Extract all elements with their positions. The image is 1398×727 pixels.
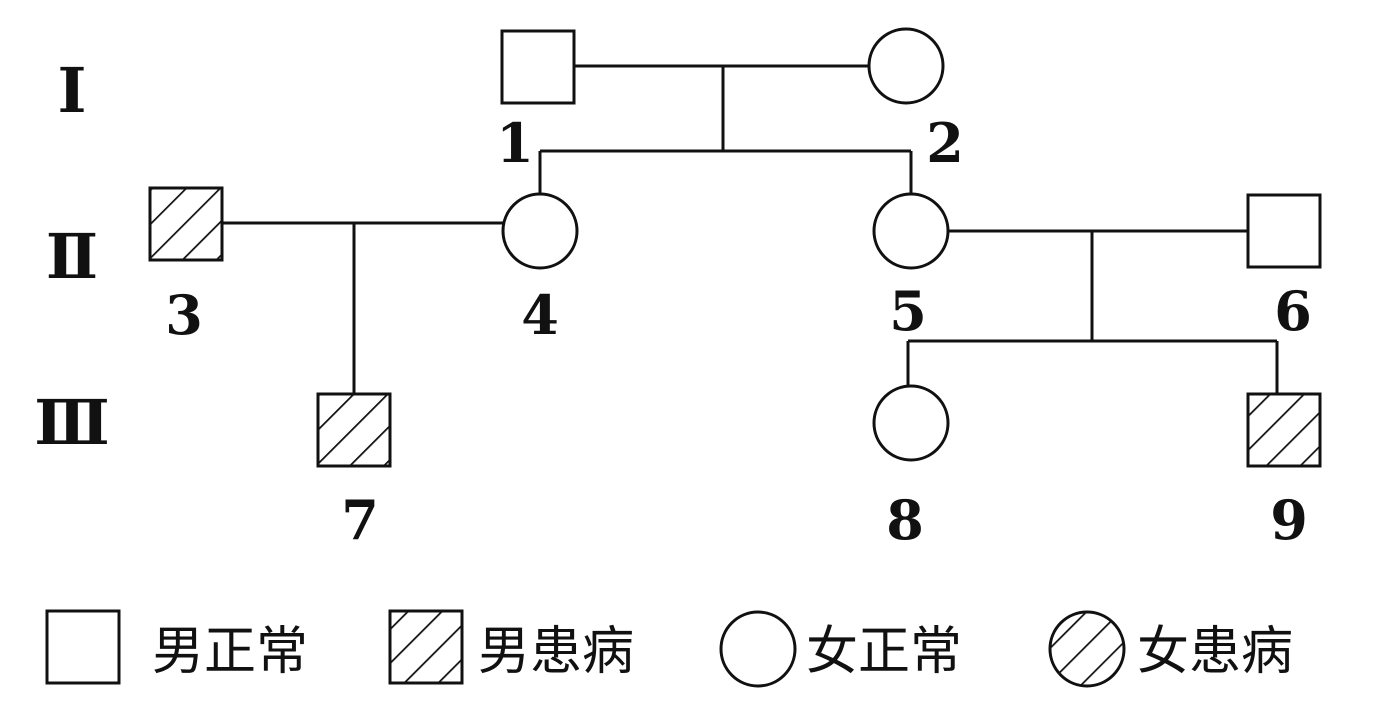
generation-label-1: Ⅰ — [57, 58, 86, 126]
individual-4-female-normal — [501, 192, 579, 270]
legend-male-affected-symbol — [388, 609, 464, 685]
legend-female-affected-symbol — [1048, 610, 1126, 688]
legend-male-normal-symbol — [45, 609, 121, 685]
legend-male-affected-label: 男患病 — [478, 622, 634, 682]
pedigree-lines — [222, 64, 1279, 394]
individual-number-4: 4 — [521, 283, 559, 347]
legend-female-normal-label: 女正常 — [806, 622, 962, 682]
individual-1-male-normal — [500, 29, 576, 105]
legend-female-normal-symbol — [719, 610, 797, 688]
legend-male-normal-label: 男正常 — [152, 622, 308, 682]
individual-number-1: 1 — [496, 111, 534, 175]
individual-2-female-normal — [867, 27, 945, 105]
individual-5-female-normal — [872, 192, 950, 270]
individual-3-male-affected — [148, 186, 224, 262]
individual-9-male-affected — [1246, 392, 1322, 468]
individual-number-6: 6 — [1274, 279, 1312, 343]
generation-label-2: Ⅱ — [46, 224, 98, 292]
individual-number-9: 9 — [1270, 488, 1308, 552]
individual-number-5: 5 — [889, 279, 927, 343]
individual-6-male-normal — [1246, 193, 1322, 269]
individual-7-male-affected — [316, 392, 392, 468]
individual-8-female-normal — [872, 384, 950, 462]
legend-female-affected-label: 女患病 — [1137, 622, 1293, 682]
individual-number-7: 7 — [341, 488, 379, 552]
generation-label-3: Ⅲ — [34, 390, 110, 458]
individual-number-3: 3 — [165, 283, 203, 347]
individual-number-8: 8 — [886, 488, 924, 552]
legend: 男正常 男患病 女正常 女患病 — [45, 609, 1293, 688]
individual-number-2: 2 — [926, 111, 964, 175]
